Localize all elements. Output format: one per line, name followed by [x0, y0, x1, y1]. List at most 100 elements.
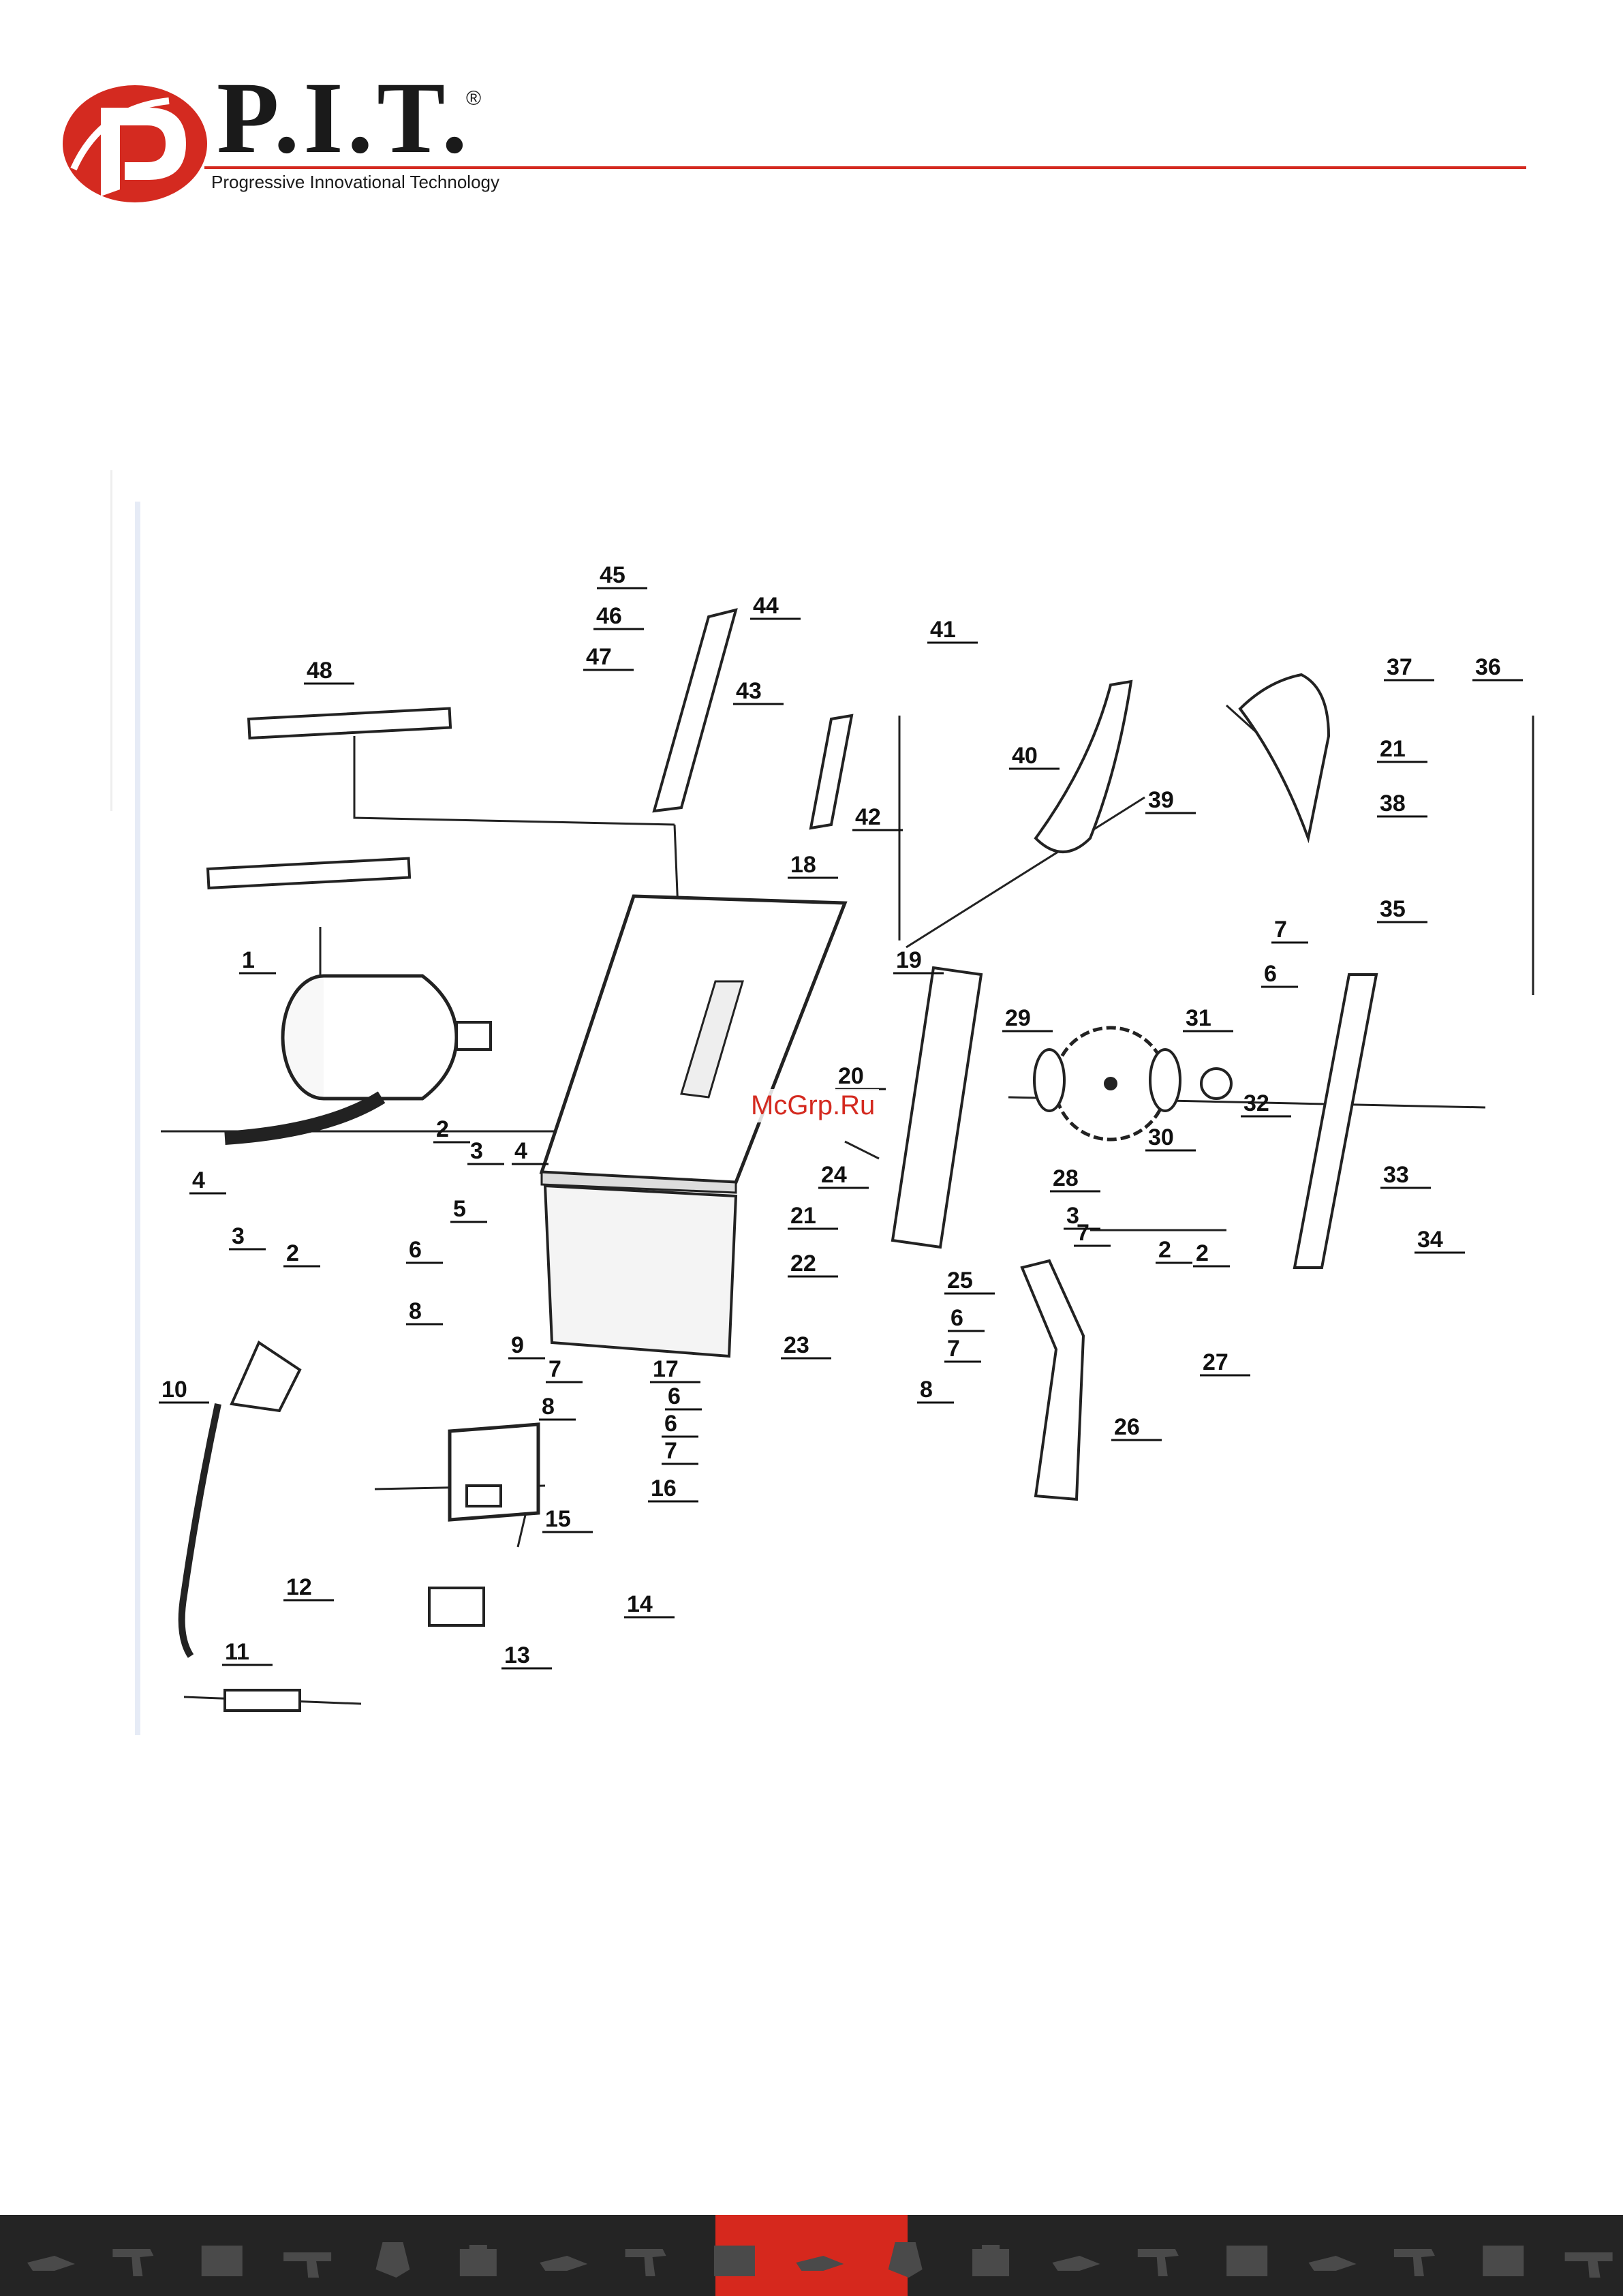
part-label-7: 7: [1274, 917, 1287, 943]
part-label-31: 31: [1186, 1005, 1211, 1031]
switch-box: [429, 1424, 538, 1625]
part-label-6: 6: [950, 1305, 963, 1331]
part-label-14: 14: [627, 1591, 653, 1617]
generator-icon: [202, 2246, 243, 2276]
part-label-4: 4: [514, 1138, 527, 1164]
part-label-36: 36: [1475, 654, 1501, 680]
drill-icon: [625, 2249, 666, 2276]
part-label-26: 26: [1114, 1414, 1140, 1440]
part-label-43: 43: [736, 678, 762, 704]
part-label-3: 3: [232, 1223, 245, 1249]
brand-name: P.I.T.: [217, 67, 472, 169]
part-label-40: 40: [1012, 743, 1038, 769]
generator-icon: [714, 2246, 755, 2276]
part-label-24: 24: [821, 1162, 847, 1188]
sander-icon: [27, 2256, 75, 2271]
part-label-28: 28: [1053, 1165, 1079, 1191]
part-label-29: 29: [1005, 1005, 1031, 1031]
part-label-32: 32: [1243, 1090, 1269, 1116]
sander-icon: [540, 2256, 587, 2271]
part-label-25: 25: [947, 1268, 973, 1294]
drill-icon: [112, 2249, 153, 2276]
part-label-6: 6: [1264, 961, 1277, 987]
table-top: [542, 896, 845, 1356]
part-label-6: 6: [664, 1411, 677, 1437]
part-label-8: 8: [542, 1394, 555, 1420]
part-label-41: 41: [930, 617, 956, 643]
part-label-39: 39: [1148, 787, 1174, 813]
part-label-3: 3: [470, 1138, 483, 1164]
drill-icon: [1394, 2249, 1435, 2276]
part-label-9: 9: [511, 1332, 524, 1358]
part-label-16: 16: [651, 1475, 677, 1501]
part-label-19: 19: [896, 947, 922, 973]
rulers: [208, 709, 450, 888]
part-label-45: 45: [600, 562, 625, 588]
generator-icon: [1483, 2246, 1524, 2276]
fence-rail: [654, 610, 852, 828]
brand-tagline: Progressive Innovational Technology: [211, 172, 499, 193]
part-label-4: 4: [192, 1167, 205, 1193]
rotary-hammer-icon: [283, 2252, 331, 2278]
part-label-30: 30: [1148, 1124, 1174, 1150]
part-label-21: 21: [1380, 736, 1406, 762]
part-label-33: 33: [1383, 1162, 1409, 1188]
saw-blade: [1034, 1028, 1231, 1139]
part-label-18: 18: [790, 852, 816, 878]
mixer-icon: [888, 2242, 923, 2278]
part-label-11: 11: [225, 1639, 249, 1665]
part-label-13: 13: [504, 1642, 530, 1668]
knife-lower: [1022, 1261, 1083, 1499]
part-label-27: 27: [1203, 1349, 1228, 1375]
part-label-38: 38: [1380, 791, 1406, 816]
sander-icon: [1052, 2256, 1100, 2271]
sander-icon: [796, 2256, 844, 2271]
generator-icon: [1226, 2246, 1267, 2276]
battery-icon: [460, 2245, 497, 2276]
part-label-2: 2: [286, 1240, 299, 1266]
part-label-10: 10: [161, 1377, 187, 1403]
battery-icon: [972, 2245, 1009, 2276]
part-label-8: 8: [920, 1377, 933, 1403]
header-rule: [204, 166, 1526, 169]
part-label-17: 17: [653, 1356, 679, 1382]
drill-icon: [1138, 2249, 1179, 2276]
part-label-7: 7: [1077, 1220, 1089, 1246]
motor: [225, 976, 491, 1138]
part-label-1: 1: [242, 947, 255, 973]
watermark: McGrp.Ru: [747, 1089, 879, 1122]
part-label-48: 48: [307, 658, 333, 684]
footer-tool-icons: [0, 2215, 1623, 2296]
page-footer: [0, 2215, 1623, 2296]
part-label-34: 34: [1417, 1227, 1443, 1253]
part-label-15: 15: [545, 1506, 571, 1532]
part-label-2: 2: [1158, 1237, 1171, 1263]
part-label-42: 42: [855, 804, 881, 830]
registered-mark: ®: [466, 87, 481, 110]
part-label-21: 21: [790, 1203, 816, 1229]
sander-icon: [1309, 2256, 1357, 2271]
part-label-47: 47: [586, 644, 612, 670]
part-label-37: 37: [1387, 654, 1412, 680]
pit-logo-icon: [60, 80, 210, 207]
part-label-2: 2: [436, 1116, 449, 1142]
part-label-44: 44: [753, 593, 779, 619]
part-label-6: 6: [409, 1237, 422, 1263]
page-header: P.I.T. ® Progressive Innovational Techno…: [0, 0, 1623, 218]
blade-guard: [1036, 675, 1329, 852]
part-label-23: 23: [784, 1332, 809, 1358]
part-label-7: 7: [548, 1356, 561, 1382]
part-label-6: 6: [668, 1383, 681, 1409]
part-label-22: 22: [790, 1251, 816, 1276]
frame-edge-left: [110, 470, 112, 811]
part-label-7: 7: [947, 1336, 960, 1362]
part-label-46: 46: [596, 603, 622, 629]
part-label-12: 12: [286, 1574, 312, 1600]
part-label-35: 35: [1380, 896, 1406, 922]
part-label-7: 7: [664, 1438, 677, 1464]
rotary-hammer-icon: [1565, 2252, 1613, 2278]
part-label-8: 8: [409, 1298, 422, 1324]
part-label-20: 20: [838, 1063, 864, 1089]
mixer-icon: [375, 2242, 409, 2278]
part-label-5: 5: [453, 1196, 466, 1222]
